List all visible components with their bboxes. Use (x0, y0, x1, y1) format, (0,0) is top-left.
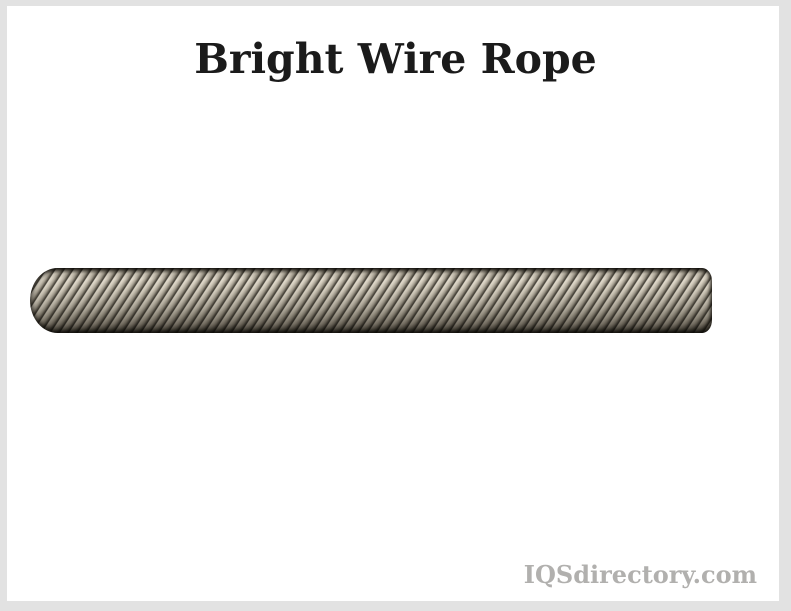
wire-rope-image (30, 268, 712, 333)
page-title: Bright Wire Rope (194, 35, 597, 83)
watermark-text: IQSdirectory.com (523, 560, 757, 589)
